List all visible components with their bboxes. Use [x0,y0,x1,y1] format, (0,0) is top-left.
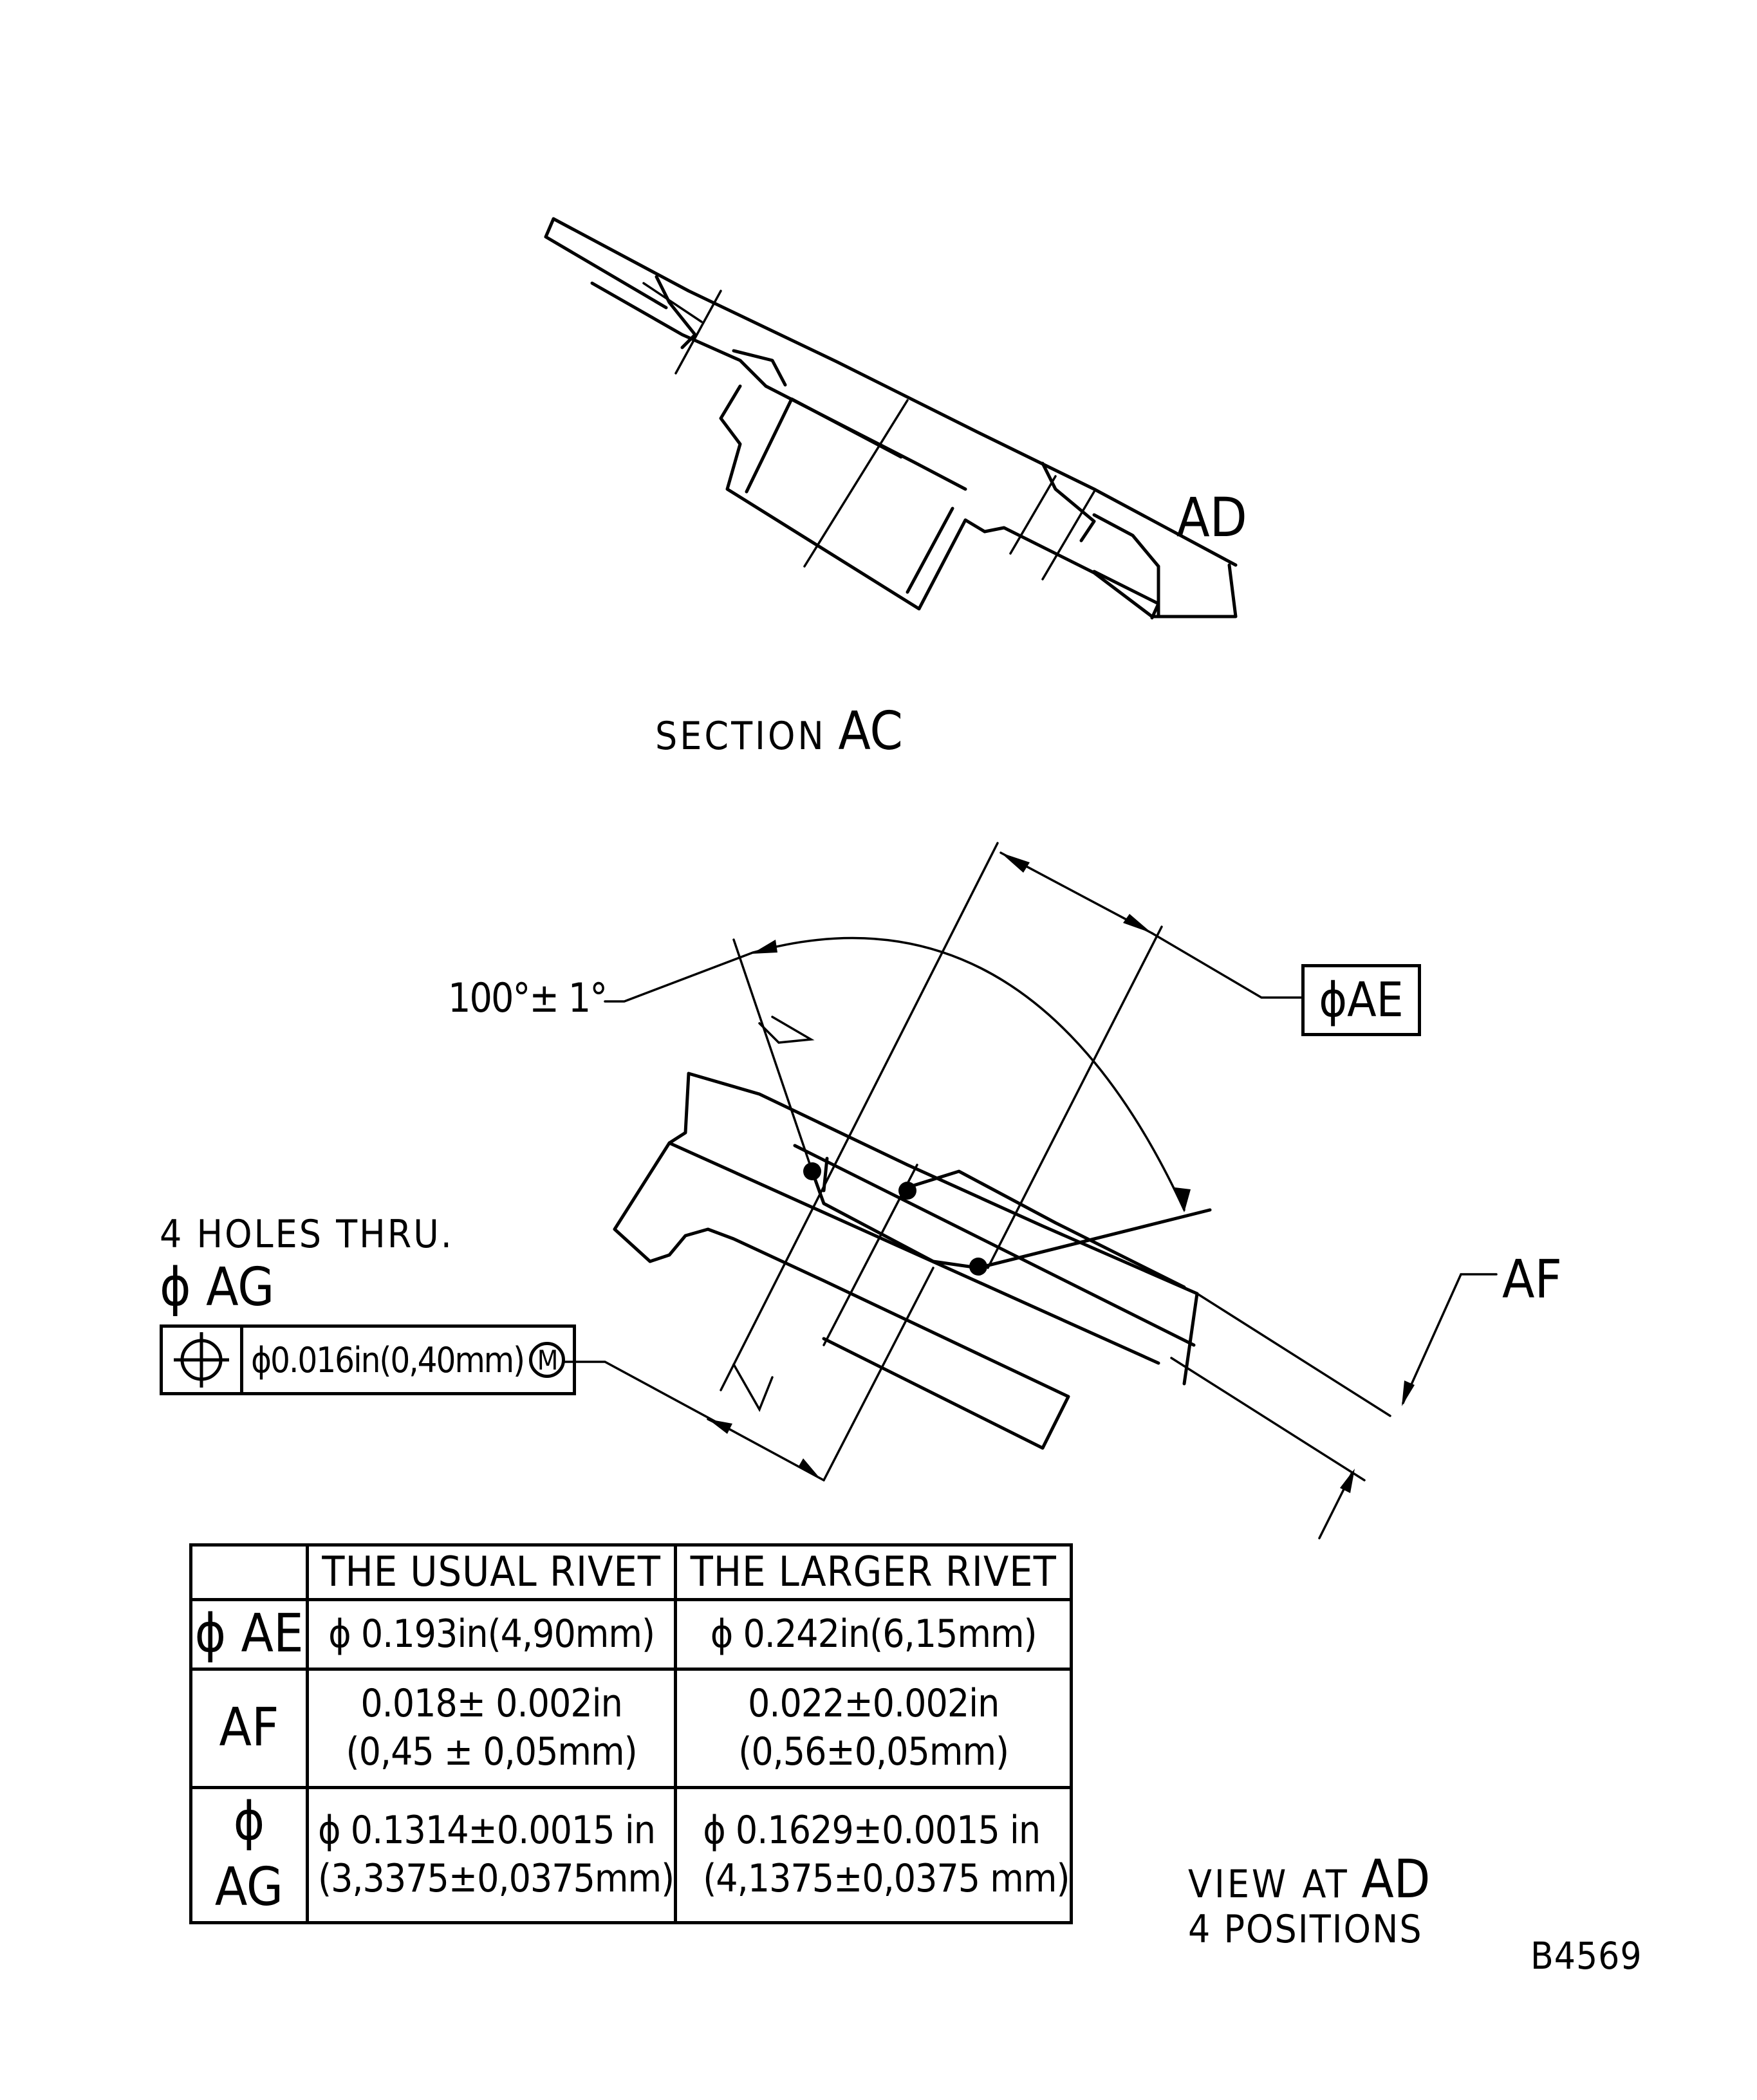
view-positions: 4 POSITIONS [1188,1907,1423,1952]
row-label: ϕ AE [189,1598,309,1671]
row-label: AF [189,1667,309,1789]
cell-line: ϕ 0.193in(4,90mm) [328,1611,655,1657]
cell-line: (0,56±0,05mm) [738,1729,1009,1774]
section-ac-profile [544,217,1238,620]
cell-line: ϕ 0.242in(6,15mm) [710,1611,1037,1657]
table-cell: ϕ 0.1314±0.0015 in (3,3375±0,0375mm) [305,1785,678,1924]
mmc-modifier-icon: M [529,1342,566,1378]
tolerance-cell: ϕ0.016in(0,40mm) M [243,1328,573,1392]
view-title: VIEW AT AD [1188,1854,1431,1906]
dim-ae-frame: ϕAE [1301,964,1421,1036]
table-header-cell: THE USUAL RIVET [305,1543,678,1601]
view-ad-geometry [563,842,1498,1539]
cell-line: (4,1375±0,0375 mm) [703,1856,1070,1901]
section-title-id: AC [838,701,903,762]
cell-line: ϕ 0.1629±0.0015 in [703,1808,1041,1853]
table-row: AF 0.018± 0.002in (0,45 ± 0,05mm) 0.022±… [189,1667,1074,1789]
holes-note-line1: 4 HOLES THRU. [160,1212,454,1257]
angle-label: 100°± 1° [448,974,608,1021]
table-cell: ϕ 0.242in(6,15mm) [674,1598,1074,1671]
cell-line: (3,3375±0,0375mm) [318,1856,674,1901]
table-row: ϕ AE ϕ 0.193in(4,90mm) ϕ 0.242in(6,15mm) [189,1598,1074,1671]
table-row: ϕ AG ϕ 0.1314±0.0015 in (3,3375±0,0375mm… [189,1785,1074,1924]
section-title: SECTION AC [655,705,903,758]
cell-line: 0.018± 0.002in [360,1681,623,1726]
section-title-word: SECTION [655,714,826,759]
view-title-id: AD [1361,1849,1431,1910]
table-header-cell: THE LARGER RIVET [674,1543,1074,1601]
holes-note-line2: ϕ AG [160,1257,275,1318]
table-header-row: THE USUAL RIVET THE LARGER RIVET [189,1543,1074,1601]
cell-line: ϕ 0.1314±0.0015 in [318,1808,656,1853]
dim-af-label: AF [1502,1249,1562,1310]
cell-line: 0.022±0.002in [747,1681,999,1726]
position-icon [163,1328,243,1392]
view-title-word: VIEW AT [1188,1862,1350,1907]
table-cell: ϕ 0.193in(4,90mm) [305,1598,678,1671]
row-label: ϕ AG [189,1785,309,1924]
drawing-ref: B4569 [1530,1934,1642,1978]
table-cell: ϕ 0.1629±0.0015 in (4,1375±0,0375 mm) [674,1785,1074,1924]
callout-ad: AD [1176,486,1247,549]
dim-ae-label: ϕAE [1319,972,1404,1028]
feature-control-frame: ϕ0.016in(0,40mm) M [160,1324,577,1395]
table-cell: 0.022±0.002in (0,56±0,05mm) [674,1667,1074,1789]
tolerance-value: ϕ0.016in(0,40mm) [251,1339,525,1380]
table-cell: 0.018± 0.002in (0,45 ± 0,05mm) [305,1667,678,1789]
cell-line: (0,45 ± 0,05mm) [346,1729,638,1774]
rivet-table: THE USUAL RIVET THE LARGER RIVET ϕ AE ϕ … [189,1543,1074,1924]
table-header-cell [189,1543,309,1601]
